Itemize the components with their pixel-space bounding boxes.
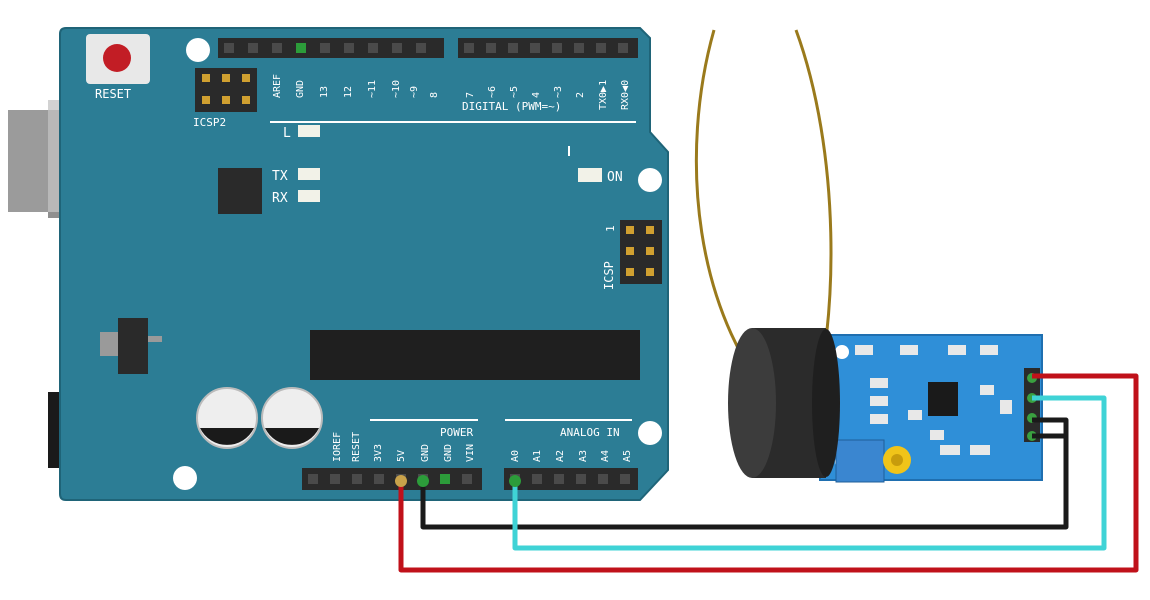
pin-label: RX0◀0: [620, 80, 631, 110]
arduino-board: [59, 27, 669, 501]
icsp2-label: ICSP2: [193, 116, 226, 129]
pin-gnd-dot: [417, 475, 429, 487]
led-rx-label: RX: [272, 191, 288, 206]
pin-label: ~11: [367, 80, 378, 98]
analog-pin-labels: A0 A1 A2 A3 A4 A5: [510, 450, 633, 462]
usb-chip: [218, 168, 262, 214]
pin-label: ~5: [509, 86, 520, 98]
pin-label: IOREF: [332, 432, 343, 462]
pin-label: AREF: [272, 74, 283, 98]
pin-5v-dot: [395, 475, 407, 487]
pin-label: 5V: [396, 450, 407, 462]
voltage-regulator: [100, 318, 162, 374]
pin-label: ~10: [391, 80, 402, 98]
analog-label: ANALOG IN: [560, 426, 620, 439]
pin-label: ~9: [409, 86, 420, 98]
top-pin-labels: AREF GND 13 12 ~11 ~10 ~9 8 7 ~6 ~5 4 ~3…: [272, 74, 631, 110]
led-l: [298, 125, 320, 137]
pin-label: GND: [420, 444, 431, 462]
mounting-hole: [638, 168, 662, 192]
led-on-label: ON: [607, 170, 623, 185]
pin-label: 4: [531, 92, 542, 98]
pin-label: A5: [622, 450, 633, 462]
mounting-hole: [186, 38, 210, 62]
pin-label: RESET: [351, 432, 362, 462]
digital-label: DIGITAL (PWM=~): [462, 100, 561, 113]
capacitor: [196, 387, 258, 449]
led-tx-label: TX: [272, 169, 288, 184]
pin-label: TX0▶1: [598, 80, 609, 110]
icsp-pin1-label: 1: [604, 225, 617, 232]
current-sensor-module: [819, 334, 1043, 483]
led-tx: [298, 168, 320, 180]
reset-button[interactable]: [86, 34, 150, 84]
mounting-hole: [638, 421, 662, 445]
pin-label: A1: [532, 450, 543, 462]
icsp-label: ICSP: [602, 261, 616, 290]
reset-label: RESET: [95, 87, 131, 101]
opamp-chip: [928, 382, 958, 416]
icsp2-header: [195, 68, 257, 112]
icsp-header: [620, 220, 662, 284]
wire-signal: [512, 395, 1107, 551]
wire-gnd: [420, 417, 1069, 530]
pin-label: 8: [429, 92, 440, 98]
pin-label: GND: [295, 80, 306, 98]
analog-header: [504, 468, 638, 490]
pin-label: VIN: [465, 444, 476, 462]
led-rx: [298, 190, 320, 202]
power-label: POWER: [440, 426, 473, 439]
capacitor: [261, 387, 323, 449]
pin-a0-dot: [509, 475, 521, 487]
pin-label: 3V3: [373, 444, 384, 462]
pin-label: 2: [575, 92, 586, 98]
pin-label: 13: [319, 86, 330, 98]
power-header: [302, 468, 482, 490]
pin-label: A0: [510, 450, 521, 462]
pin-label: ~3: [553, 86, 564, 98]
microcontroller-chip: [310, 330, 640, 380]
power-pin-labels: IOREF RESET 3V3 5V GND GND VIN: [332, 432, 476, 462]
led-l-label: L: [283, 126, 291, 141]
led-on: [578, 168, 602, 182]
pin-label: ~6: [487, 86, 498, 98]
wire-5v: [398, 373, 1139, 573]
pin-label: A4: [600, 450, 611, 462]
pin-label: A2: [555, 450, 566, 462]
pin-label: GND: [443, 444, 454, 462]
pin-label: 7: [465, 92, 476, 98]
pin-label: 12: [343, 86, 354, 98]
pin-label: A3: [578, 450, 589, 462]
digital-header-right: [458, 38, 638, 58]
digital-header-left: [218, 38, 444, 58]
mounting-hole: [173, 466, 197, 490]
current-transformer: [728, 328, 840, 478]
